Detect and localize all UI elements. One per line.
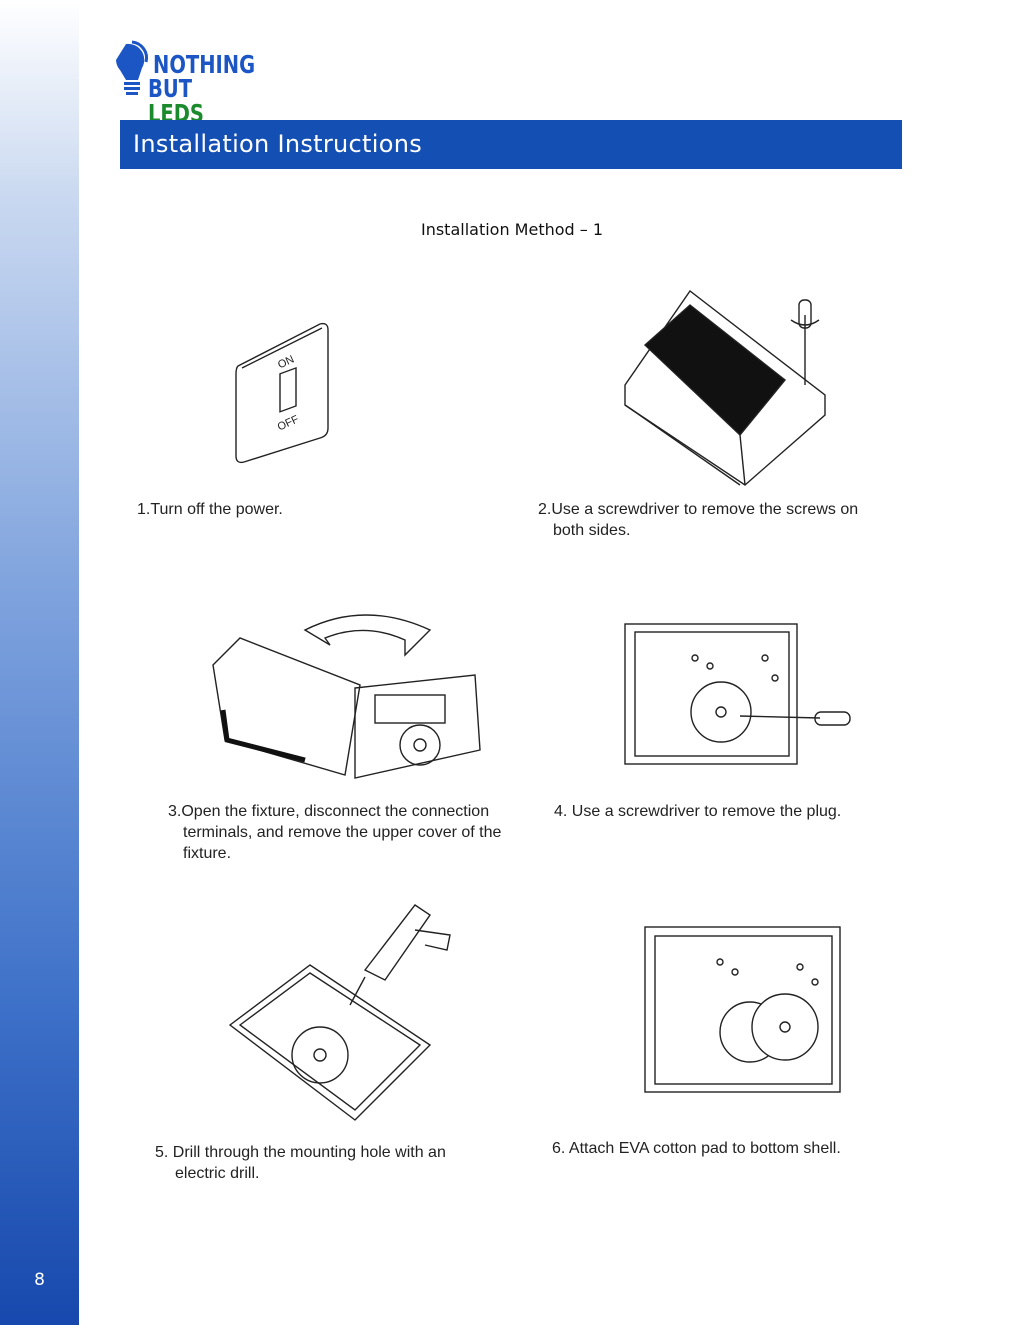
method-title: Installation Method – 1 (420, 220, 604, 239)
page-number: 8 (34, 1270, 45, 1290)
step-1-caption: 1.Turn off the power. (137, 499, 283, 520)
step-4-caption: 4. Use a screwdriver to remove the plug. (554, 801, 841, 822)
step-5-caption: 5. Drill through the mounting hole with … (155, 1142, 446, 1184)
step-6-text: 6. Attach EVA cotton pad to bottom shell… (552, 1140, 841, 1157)
step-2-text-1: 2.Use a screwdriver to remove the screws… (538, 501, 859, 518)
step-2-text-2: both sides. (553, 522, 631, 539)
step-2-caption: 2.Use a screwdriver to remove the screws… (538, 499, 858, 541)
brand-logo: NOTHING BUT LEDS (112, 40, 272, 126)
step-4-text: 4. Use a screwdriver to remove the plug. (554, 803, 842, 820)
section-header: Installation Instructions (120, 120, 902, 169)
eva-pad-illustration (644, 926, 841, 1093)
step-6-caption: 6. Attach EVA cotton pad to bottom shell… (552, 1138, 841, 1159)
step-3-text-2: terminals, and remove the upper cover of… (183, 824, 502, 841)
page-sidebar-gradient (0, 0, 79, 1325)
step-1-text: 1.Turn off the power. (137, 501, 283, 518)
logo-text-nothing: NOTHING (153, 50, 256, 79)
step-5-text-2: electric drill. (175, 1165, 260, 1182)
open-fixture-illustration (212, 614, 481, 779)
bulb-icon (116, 40, 148, 95)
step-5-text-1: 5. Drill through the mounting hole with … (155, 1144, 446, 1161)
remove-plug-illustration (624, 623, 851, 765)
step-3-text-3: fixture. (183, 845, 232, 862)
light-switch-illustration: ON OFF (235, 322, 329, 464)
logo-text-but: BUT (148, 74, 193, 103)
step-3-caption: 3.Open the fixture, disconnect the conne… (168, 801, 501, 864)
section-title: Installation Instructions (133, 130, 423, 158)
drill-illustration (228, 904, 451, 1121)
logo-text-but-leds: BUT LEDS (148, 76, 245, 126)
fixture-screwdriver-illustration (624, 289, 826, 486)
switch-off-label: OFF (276, 413, 301, 433)
step-3-text-1: 3.Open the fixture, disconnect the conne… (168, 803, 490, 820)
